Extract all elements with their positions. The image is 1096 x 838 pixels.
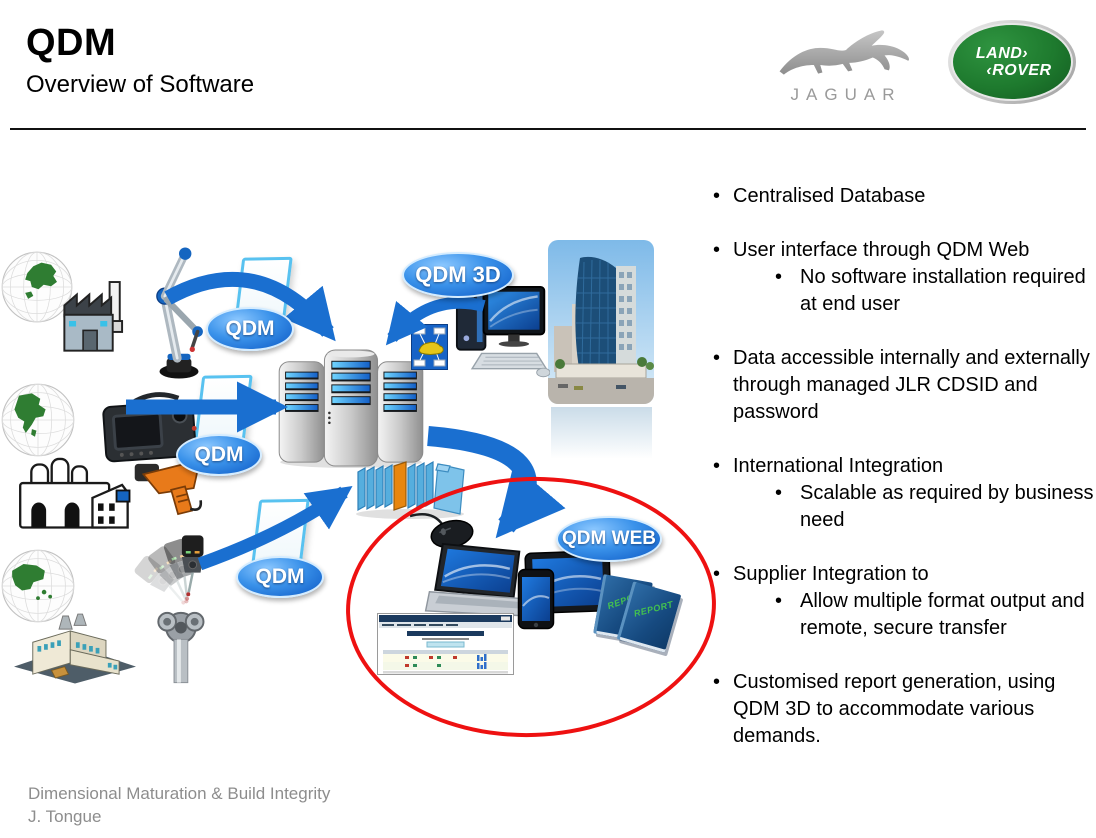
measurement-plan-icon	[411, 324, 448, 370]
qdm-badge-label: QDM	[194, 443, 244, 466]
office-building-photo	[548, 240, 654, 404]
factory-white-icon	[19, 457, 131, 529]
qdm-badge-middle: QDM	[176, 434, 262, 476]
bullet-dot: •	[713, 563, 721, 585]
bullet-text: User interface through QDM Web	[733, 239, 1030, 261]
slide-footer: Dimensional Maturation & Build Integrity…	[28, 782, 330, 828]
bullet-item: • International Integration • Scalable a…	[700, 453, 1096, 534]
land-rover-text-bottom: ‹ROVER	[986, 62, 1052, 79]
land-rover-oval: LAND› ‹ROVER	[951, 23, 1073, 101]
cmm-probe-heads-icon	[131, 534, 205, 684]
sub-bullet-text: Scalable as required by business need	[800, 482, 1094, 531]
bullet-item: • Centralised Database	[700, 183, 1096, 210]
smartphone-icon	[517, 568, 555, 630]
sub-bullet-dot: •	[775, 482, 783, 504]
factory-gray-icon	[63, 281, 124, 352]
sub-bullet-dot: •	[775, 266, 783, 288]
qdm-badge-label: QDM	[255, 565, 305, 588]
bullet-text: Data accessible internally and externall…	[733, 347, 1090, 423]
bullet-text: Supplier Integration to	[733, 563, 929, 585]
bullet-text: International Integration	[733, 455, 944, 477]
land-rover-logo: LAND› ‹ROVER	[948, 20, 1076, 104]
qdm-badge-bottom: QDM	[236, 556, 324, 598]
qdm-web-screenshot	[377, 613, 514, 675]
bullet-dot: •	[713, 455, 721, 477]
bullet-dot: •	[713, 671, 721, 693]
bullet-item: • Data accessible internally and externa…	[700, 345, 1096, 426]
sub-bullet-dot: •	[775, 590, 783, 612]
bullet-item: • User interface through QDM Web • No so…	[700, 237, 1096, 318]
land-rover-text-top: LAND›	[975, 45, 1029, 62]
laser-scanner-gun-icon	[134, 462, 203, 516]
globe-asia-icon	[1, 549, 75, 623]
header-divider	[10, 128, 1086, 130]
building-reflection	[551, 407, 652, 459]
page-title: QDM	[26, 22, 117, 64]
globe-europe-icon	[1, 251, 73, 323]
bullet-text: Centralised Database	[733, 185, 926, 207]
qdm-3d-badge: QDM 3D	[402, 252, 514, 298]
qdm-badge-top: QDM	[206, 307, 294, 351]
qdm-3d-badge-label: QDM 3D	[415, 262, 501, 287]
jaguar-leaper-icon	[779, 30, 909, 75]
bullet-text: Customised report generation, using QDM …	[733, 671, 1056, 747]
bullet-dot: •	[713, 239, 721, 261]
footer-line2: J. Tongue	[28, 807, 102, 826]
cmm-arm-icon	[156, 247, 203, 379]
title-block: QDM Overview of Software	[26, 22, 254, 99]
footer-line1: Dimensional Maturation & Build Integrity	[28, 784, 331, 803]
bullet-item: • Supplier Integration to • Allow multip…	[700, 561, 1096, 642]
factory-beige-icon	[14, 613, 136, 684]
page-subtitle: Overview of Software	[26, 71, 255, 98]
sub-bullet-text: No software installation required at end…	[800, 266, 1086, 315]
bullet-item: • Customised report generation, using QD…	[700, 669, 1096, 750]
qdm-web-badge: QDM WEB	[556, 516, 662, 562]
globe-americas-icon	[1, 383, 75, 457]
jaguar-wordmark: JAGUAR	[790, 85, 902, 104]
bullet-dot: •	[713, 347, 721, 369]
bullet-dot: •	[713, 185, 721, 207]
qdm-badge-label: QDM	[225, 317, 275, 340]
laptop-icon	[424, 542, 542, 618]
jaguar-logo: JAGUAR	[770, 22, 922, 108]
qdm-web-badge-label: QDM WEB	[562, 528, 656, 549]
sub-bullet-text: Allow multiple format output and remote,…	[800, 590, 1085, 639]
server-cluster-icon	[278, 349, 424, 468]
bullet-list: • Centralised Database • User interface …	[700, 183, 1096, 777]
